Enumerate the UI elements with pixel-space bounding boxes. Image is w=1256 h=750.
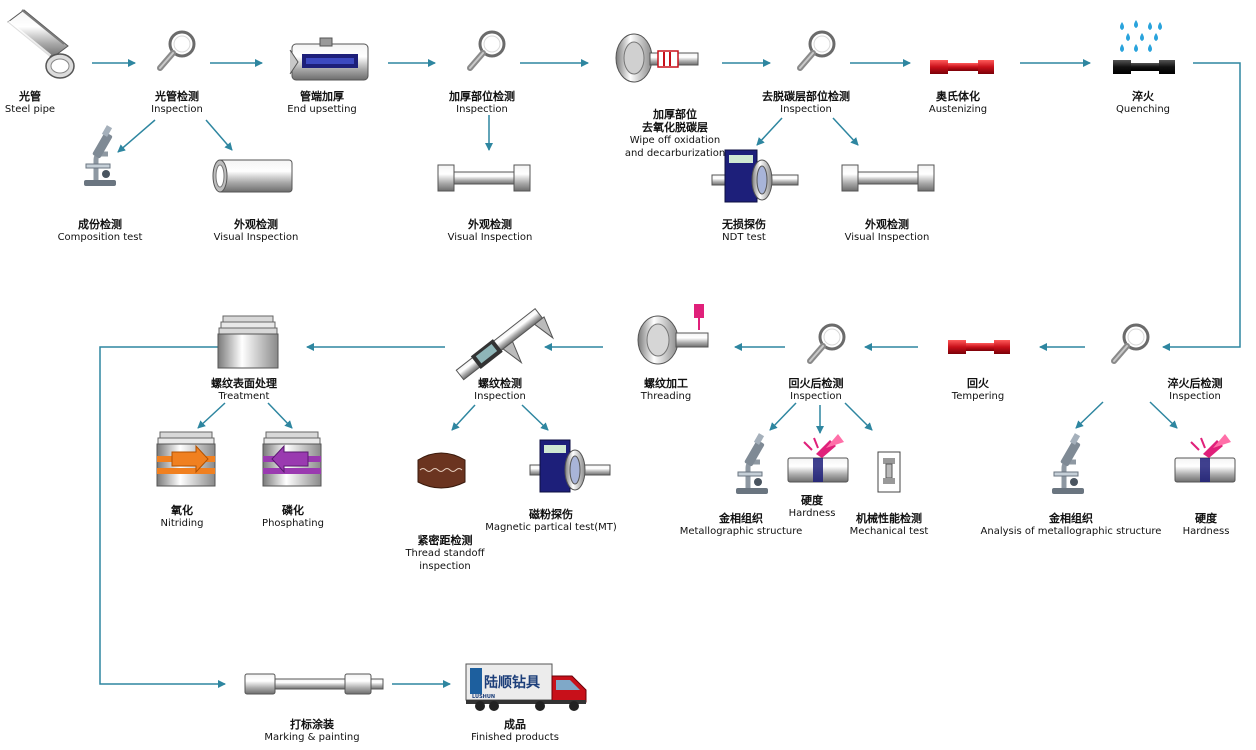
magnifier-icon [1114,325,1148,361]
truck-brand-text: 陆顺钻具 [484,674,540,691]
thread-gauge-icon [417,452,466,489]
ndt-device-icon [711,149,799,203]
arrow [99,346,226,688]
magnifier-icon [810,325,844,361]
upset-tube-icon [437,164,531,192]
tempered-bar-icon [948,340,1010,354]
arrow [769,402,797,431]
arrow [451,404,476,431]
arrow [117,119,156,153]
arrow [832,117,859,146]
arrow [205,119,233,151]
upset-tube-icon [841,164,935,192]
caliper-icon [455,307,555,381]
upsetting-machine-icon [289,37,369,81]
heated-bar-icon [930,60,994,74]
steel-pipe-icon [6,9,75,79]
arrow [1149,401,1178,429]
arrow [267,402,293,429]
magnifier-icon [470,32,504,68]
mt-device-icon [529,439,611,493]
pipe-segment-icon [212,159,293,193]
microscope-icon [84,125,116,186]
microscope-icon [736,433,768,494]
treatment-stack-icon [217,315,279,369]
arrow [197,402,226,429]
arrow [1162,62,1241,351]
quenching-icon [1113,20,1175,74]
magnifier-icon [160,32,194,68]
arrow [756,117,783,146]
magnifier-icon [800,32,834,68]
truck-icon: 陆顺钻具 LUSHUN [465,663,587,711]
lathe-spindle-icon [615,33,699,83]
hardness-tester-icon [1174,433,1236,483]
truck-sub-text: LUSHUN [472,694,495,700]
arrow [521,404,549,431]
phosphating-icon [262,431,322,487]
arrow [1075,401,1104,429]
microscope-icon [1052,433,1084,494]
arrow [844,402,873,431]
nitriding-icon [156,431,216,487]
flow-arrows [92,59,1241,688]
threading-machine-icon [637,304,709,365]
tensile-specimen-icon [877,451,901,493]
hardness-tester-icon [787,433,849,483]
painted-tube-icon [244,673,384,695]
